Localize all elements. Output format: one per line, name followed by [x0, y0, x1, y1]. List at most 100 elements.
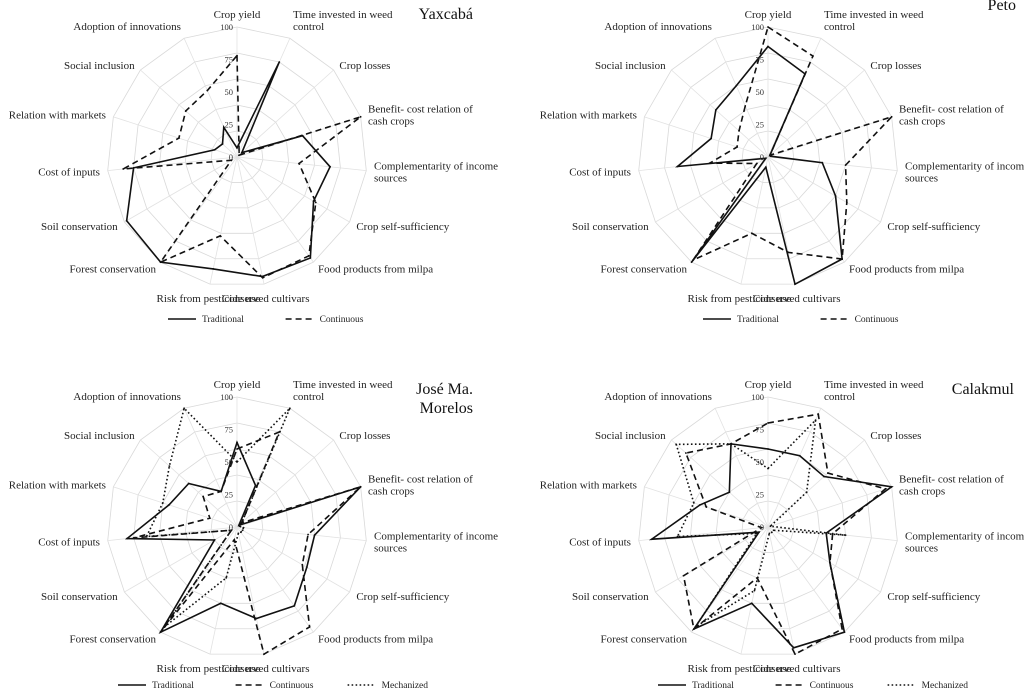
point-continuous-relation-with-markets	[705, 506, 708, 508]
panel-title: José Ma.Morelos	[416, 381, 473, 417]
point-continuous-crop-yield	[236, 54, 238, 57]
axis-label-relation-with-markets: Relation with markets	[9, 109, 106, 121]
point-mechanized-complementarity-of-income-sources	[242, 526, 245, 529]
axis-label-cost-of-inputs: Cost of inputs	[569, 166, 631, 178]
point-traditional-cost-of-inputs	[676, 165, 679, 168]
tick-label: 75	[225, 425, 234, 435]
point-continuous-conserved-cultivars	[787, 251, 790, 254]
axis-label-relation-with-markets: Relation with markets	[540, 479, 637, 491]
point-continuous-relation-with-markets	[177, 137, 180, 140]
point-continuous-cost-of-inputs	[760, 526, 763, 529]
point-continuous-time-invested-in-weed-control	[812, 55, 814, 57]
point-traditional-soil-conservation	[213, 539, 216, 541]
grid-spoke	[124, 526, 238, 593]
axis-label-crop-losses: Crop losses	[339, 430, 390, 442]
axis-label-forest-conservation: Forest conservation	[601, 633, 688, 645]
grid-ring	[741, 130, 795, 183]
point-traditional-social-inclusion	[221, 143, 224, 145]
radar-grid	[107, 396, 367, 655]
grid-ring	[133, 52, 341, 260]
point-traditional-conserved-cultivars	[255, 617, 258, 620]
point-traditional-time-invested-in-weed-control	[798, 454, 801, 457]
series-continuous-line	[133, 430, 362, 656]
radar-grid	[638, 26, 898, 285]
point-mechanized-complementarity-of-income-sources	[844, 534, 847, 537]
point-continuous-cost-of-inputs	[132, 536, 135, 539]
point-mechanized-crop-yield	[767, 467, 769, 470]
grid-spoke	[236, 526, 367, 541]
legend-label-mechanized: Mechanized	[922, 681, 969, 691]
point-mechanized-soil-conservation	[230, 529, 233, 532]
legend-label-mechanized: Mechanized	[382, 681, 429, 691]
axis-label-food-products-from-milpa: Food products from milpa	[849, 263, 964, 275]
grid-spoke	[767, 156, 881, 223]
point-continuous-soil-conservation	[755, 162, 758, 165]
panel-title: Yaxcabá	[419, 6, 473, 23]
point-continuous-time-invested-in-weed-control	[817, 413, 820, 416]
grid-ring	[107, 26, 367, 285]
axis-label-crop-yield: Crop yield	[214, 379, 261, 391]
point-traditional-crop-losses	[240, 151, 243, 154]
grid-spoke	[767, 69, 865, 158]
axis-label-soil-conservation: Soil conservation	[41, 221, 118, 233]
grid-spoke	[140, 69, 238, 158]
axis-label-conserved-cultivars: Conserved cultivars	[753, 293, 841, 305]
point-traditional-time-invested-in-weed-control	[254, 484, 257, 487]
point-mechanized-crop-self-sufficiency	[241, 529, 244, 532]
point-mechanized-social-inclusion	[168, 465, 171, 468]
point-mechanized-risk-from-pesticide-use	[225, 576, 228, 579]
point-mechanized-conserved-cultivars	[237, 532, 240, 535]
point-mechanized-time-invested-in-weed-control	[288, 407, 291, 410]
grid-spoke	[767, 408, 822, 528]
point-traditional-crop-self-sufficiency	[834, 195, 837, 197]
point-continuous-crop-losses	[826, 472, 829, 474]
point-continuous-crop-self-sufficiency	[845, 201, 848, 204]
axis-label-food-products-from-milpa: Food products from milpa	[849, 633, 964, 645]
grid-spoke	[236, 526, 314, 633]
point-traditional-relation-with-markets	[710, 137, 713, 140]
grid-ring	[664, 52, 872, 260]
legend-label-traditional: Traditional	[152, 681, 194, 691]
grid-spoke	[714, 38, 769, 158]
tick-label: 75	[756, 425, 765, 435]
grid-spoke	[740, 156, 769, 285]
point-traditional-crop-yield	[236, 441, 238, 444]
point-continuous-crop-self-sufficiency	[314, 201, 317, 204]
point-continuous-crop-losses	[769, 154, 771, 157]
grid-ring	[133, 422, 341, 630]
axis-label-forest-conservation: Forest conservation	[70, 263, 157, 275]
point-mechanized-forest-conservation	[163, 626, 166, 628]
axis-label-soil-conservation: Soil conservation	[572, 591, 649, 603]
axis-label-adoption-of-innovations: Adoption of innovations	[73, 391, 181, 403]
point-continuous-relation-with-markets	[208, 517, 211, 520]
grid-spoke	[113, 486, 238, 528]
grid-spoke	[671, 69, 769, 158]
point-mechanized-cost-of-inputs	[145, 535, 148, 538]
point-continuous-food-products-from-milpa	[308, 626, 311, 628]
point-continuous-food-products-from-milpa	[841, 258, 844, 260]
point-mechanized-cost-of-inputs	[676, 535, 679, 538]
axis-label-crop-self-sufficiency: Crop self-sufficiency	[887, 591, 980, 603]
point-continuous-benefit-cost-relation-of-cash-crops	[890, 115, 893, 118]
tick-label: 0	[229, 522, 233, 532]
radar-grid	[638, 396, 898, 655]
axis-label-crop-self-sufficiency: Crop self-sufficiency	[887, 221, 980, 233]
panel-title: Peto	[988, 0, 1016, 14]
point-mechanized-benefit-cost-relation-of-cash-crops	[769, 525, 772, 528]
tick-label: 25	[225, 120, 234, 130]
point-traditional-cost-of-inputs	[132, 166, 135, 169]
grid-spoke	[767, 486, 892, 528]
grid-spoke	[236, 439, 334, 528]
point-continuous-cost-of-inputs	[708, 162, 711, 165]
point-traditional-soil-conservation	[764, 157, 767, 160]
point-traditional-complementarity-of-income-sources	[329, 165, 331, 168]
tick-label: 50	[756, 457, 765, 467]
